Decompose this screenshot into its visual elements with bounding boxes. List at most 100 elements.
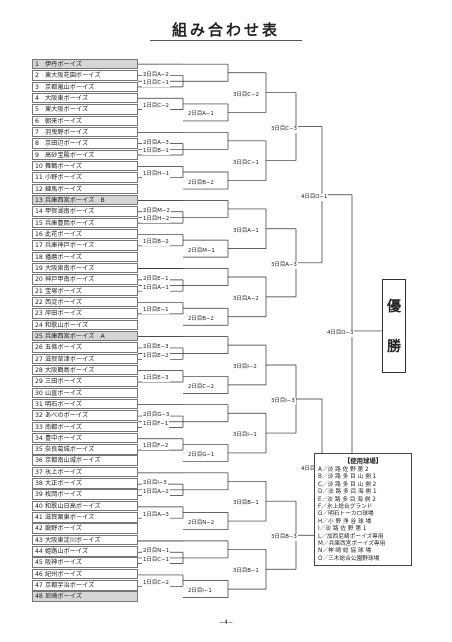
- team-name: 和歌山ボーイズ: [45, 321, 89, 329]
- match-label: 3日目I−3: [270, 398, 296, 406]
- match-label: 3日目B−1: [232, 500, 260, 508]
- team-row: 7 羽曳野ボーイズ: [32, 126, 138, 138]
- team-name: 大阪泉南ボーイズ: [45, 264, 95, 272]
- team-number: 28: [35, 366, 43, 374]
- team-name: 阪神ボーイズ: [45, 559, 82, 567]
- venue-item: L／加西尼崎ボーイズ専用: [318, 533, 384, 540]
- team-number: 17: [35, 242, 43, 250]
- team-name: 龍野ボーイズ: [45, 525, 82, 533]
- team-number: 41: [35, 514, 43, 522]
- team-number: 29: [35, 378, 43, 386]
- team-number: 10: [35, 162, 43, 170]
- venue-item: F／氷上総合グランド: [318, 504, 373, 511]
- match-label: 3日目B−3: [270, 534, 298, 542]
- team-name: 此花ボーイズ: [45, 230, 82, 238]
- champion-char-2: 勝: [387, 339, 401, 355]
- match-label: 2日目E−3: [142, 344, 170, 352]
- team-number: 7: [35, 128, 39, 136]
- title-underline: [150, 40, 302, 41]
- match-label: 3日目I−1: [232, 432, 258, 440]
- match-label: 1日目C−2: [142, 579, 170, 587]
- page-title: 組み合わせ表: [171, 21, 280, 39]
- team-name: 高砂宝殿ボーイズ: [45, 151, 95, 159]
- team-number: 30: [35, 389, 43, 397]
- team-name: 宝塚ボーイズ: [45, 287, 82, 295]
- team-name: 奈良葛城ボーイズ: [45, 446, 95, 454]
- venue-item: A／淡 路 佐 野 第 2: [318, 467, 369, 473]
- team-number: 40: [35, 502, 43, 510]
- venue-item: N／神 崎 総 協 球 場: [318, 548, 372, 555]
- match-label: 2日目N−1: [142, 548, 171, 556]
- team-name: 伊丹ボーイズ: [45, 61, 82, 68]
- match-label: 1日目E−1: [142, 307, 170, 315]
- match-label: 3日目I−2: [232, 363, 258, 371]
- team-number: 3: [35, 83, 39, 91]
- venue-item: G／明石トーカロ球場: [318, 511, 374, 518]
- team-number: 31: [35, 400, 43, 408]
- team-name: 羽曳野ボーイズ: [45, 128, 89, 136]
- team-name: 兵庫西宮ボーイズ B: [45, 196, 105, 204]
- team-number: 14: [35, 208, 43, 216]
- team-number: 23: [35, 310, 43, 318]
- match-label: 1日目H−2: [142, 216, 171, 224]
- venue-item: O／三木総合公園野球場: [318, 555, 380, 562]
- match-label: 2日目G−1: [187, 451, 216, 459]
- team-name: 和歌山日高ボーイズ: [45, 502, 101, 510]
- match-label: 3日目B−1: [232, 568, 260, 576]
- team-number: 13: [35, 196, 43, 204]
- team-name: 兵庫西宮ボーイズ A: [45, 332, 105, 340]
- team-name: 大阪東淀川ボーイズ: [45, 536, 101, 544]
- team-number: 33: [35, 423, 43, 431]
- team-name: 尼崎ボーイズ: [45, 593, 82, 601]
- venue-item: E／淡 路 多 目 海 側 2: [318, 496, 376, 503]
- match-label: 2日目A−1: [187, 111, 215, 119]
- team-number: 38: [35, 480, 43, 488]
- team-name: 豊中ボーイズ: [45, 434, 82, 442]
- team-name: あべのボーイズ: [45, 412, 89, 420]
- team-number: 24: [35, 321, 43, 329]
- team-name: 大阪鶴島ボーイズ: [45, 366, 95, 374]
- venue-legend-title: 【使用球場】: [343, 457, 383, 465]
- team-number: 37: [35, 468, 43, 476]
- venue-item: H／小 野 浄 谷 球 場: [318, 518, 372, 525]
- match-label: 2日目C−2: [187, 383, 215, 391]
- team-name: 京都嵐山ボーイズ: [45, 83, 95, 91]
- team-name: 氷上ボーイズ: [45, 468, 82, 476]
- team-number: 22: [35, 298, 43, 306]
- venue-item: I／淡 路 佐 野 第 1: [318, 526, 367, 533]
- team-number: 46: [35, 570, 43, 578]
- team-number: 27: [35, 355, 43, 363]
- team-number: 48: [35, 593, 43, 601]
- team-name: 姫路山ボーイズ: [45, 548, 89, 556]
- team-name: 播磨ボーイズ: [45, 253, 82, 261]
- team-number: 43: [35, 536, 43, 544]
- match-label: 2日目B−2: [187, 179, 215, 187]
- team-name: 神戸甲南ボーイズ: [45, 276, 95, 284]
- team-name: 滋賀栗東ボーイズ: [45, 514, 95, 522]
- match-label: 3日目C−2: [232, 91, 260, 99]
- team-number: 8: [35, 140, 39, 148]
- team-name: 舞鶴ボーイズ: [45, 162, 82, 170]
- match-label: 4日目O−1: [300, 193, 329, 201]
